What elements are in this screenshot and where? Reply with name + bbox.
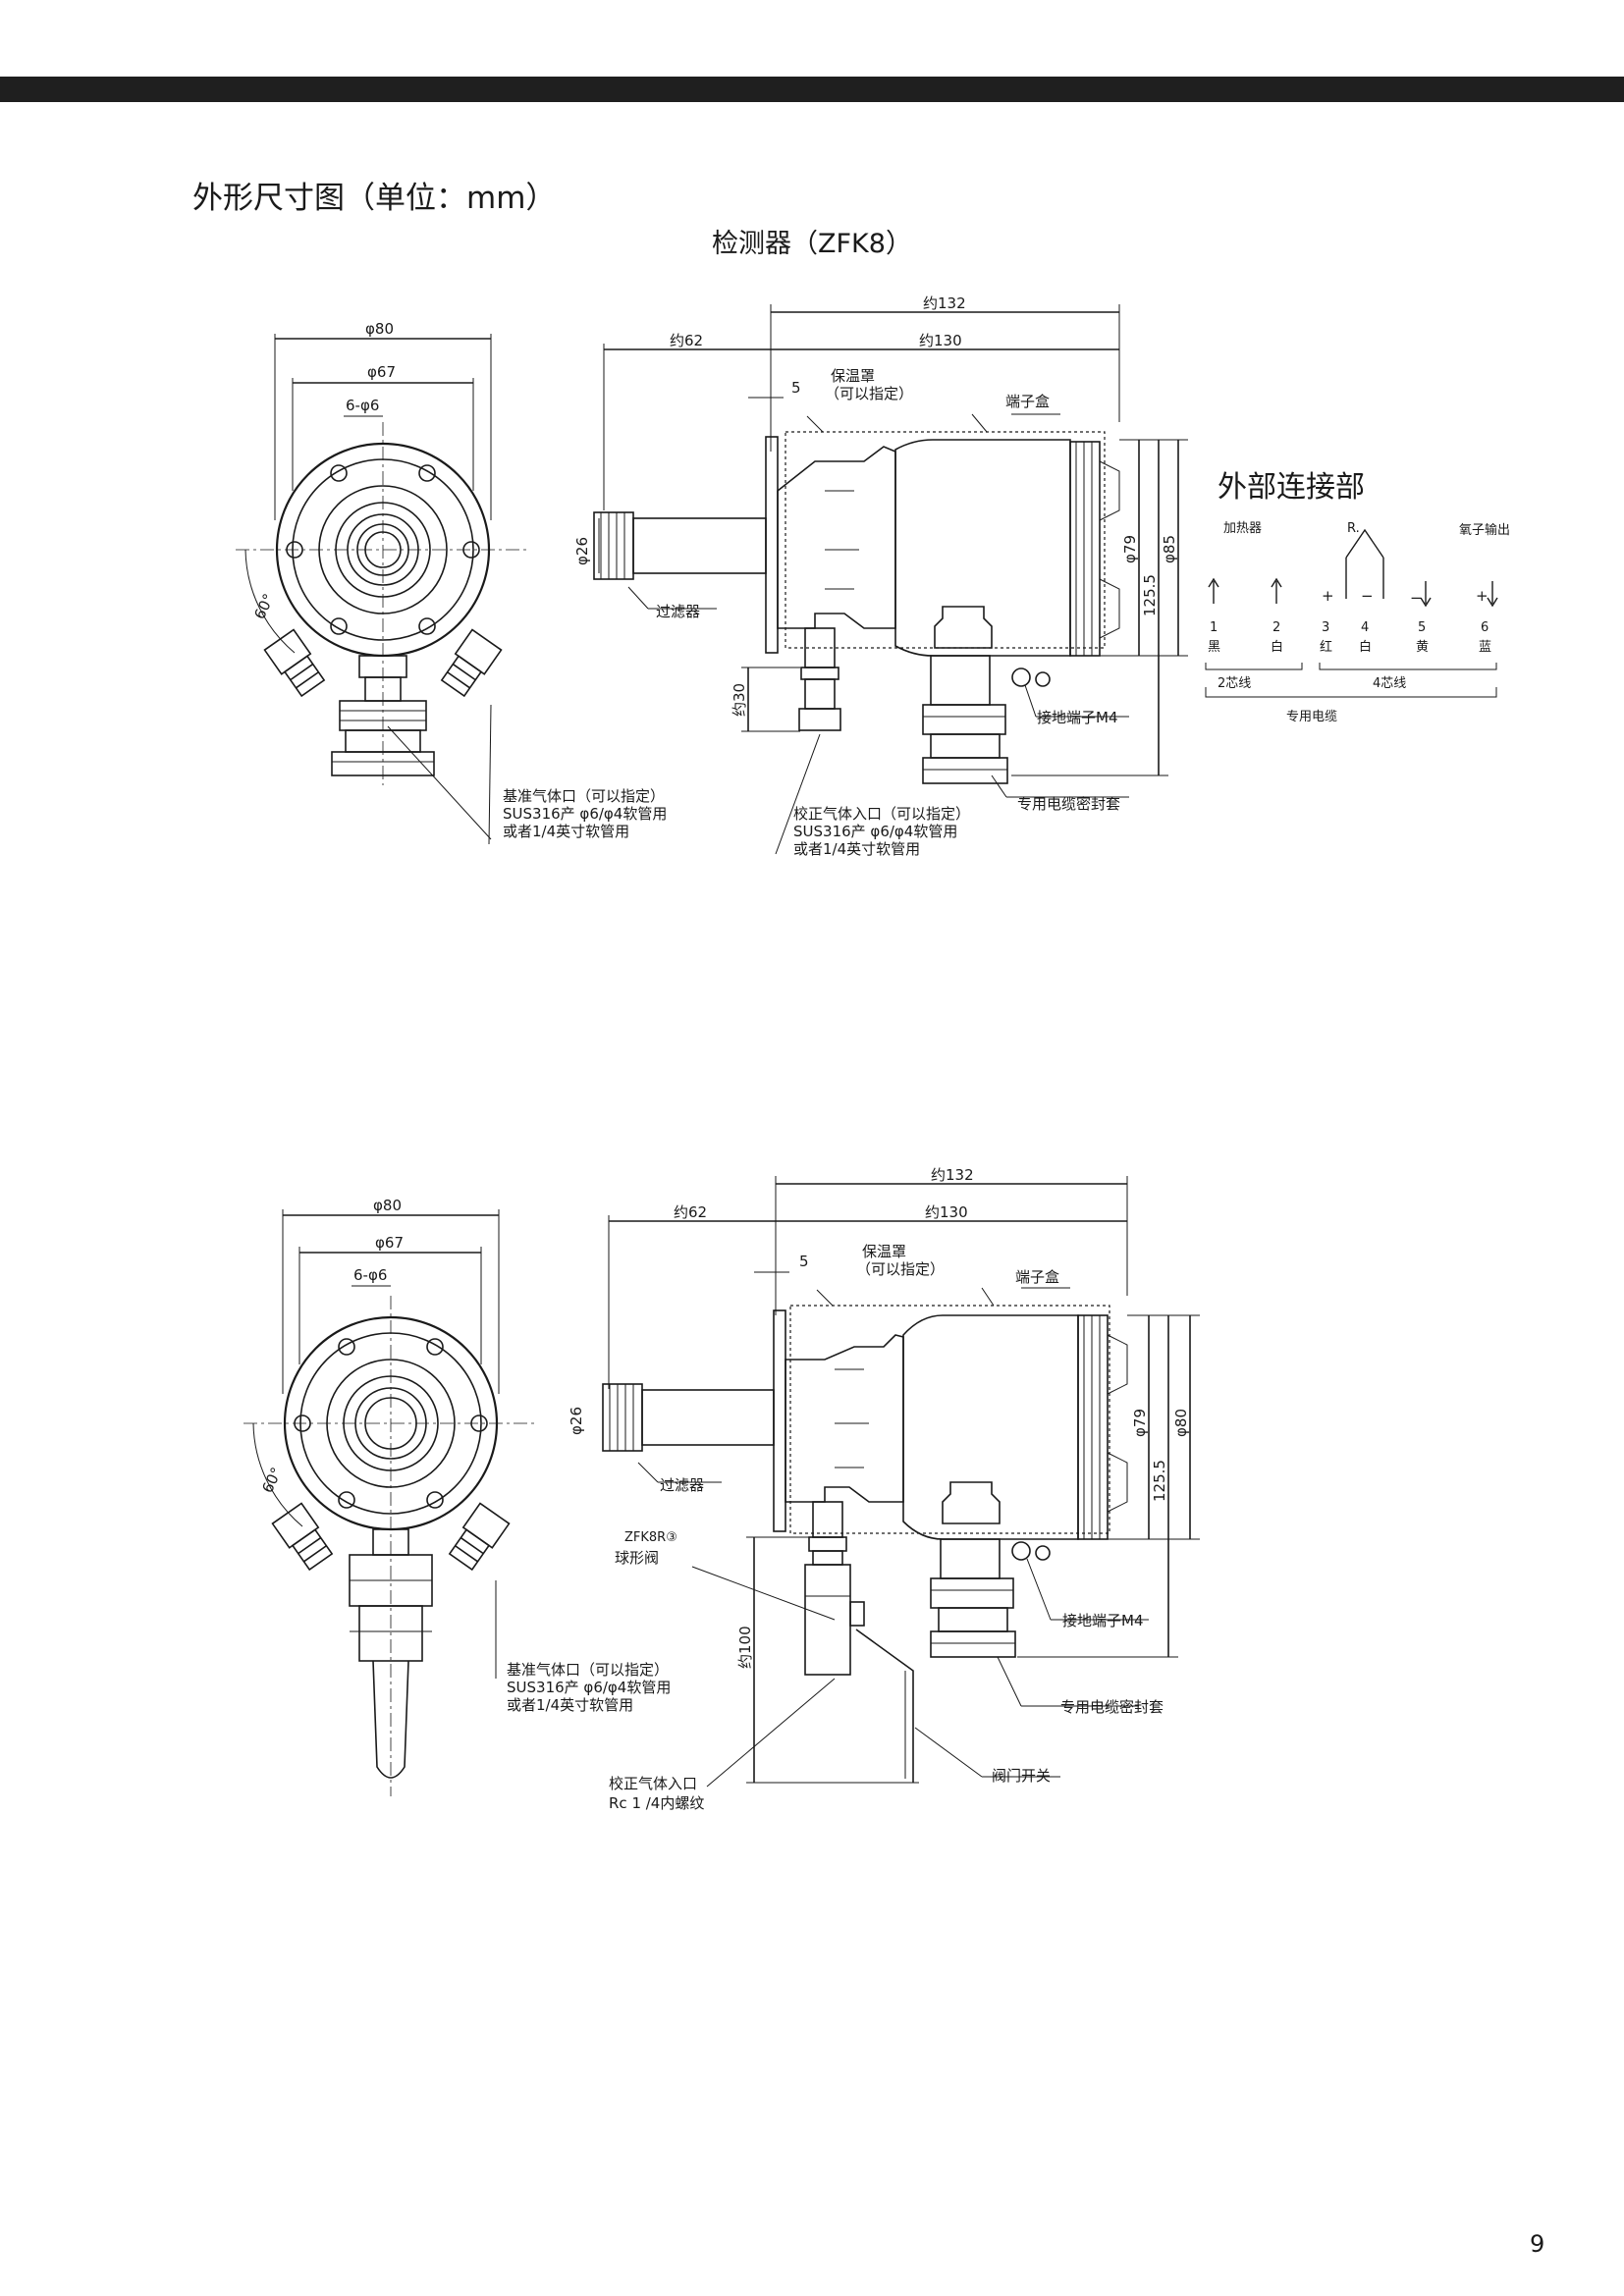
terminal-6-num: 6: [1481, 620, 1489, 635]
fig1-side-hood-line1: 保温罩: [831, 367, 875, 385]
fig2-front-holes: 6-φ6: [353, 1266, 387, 1284]
fig2-side-d80: φ80: [1172, 1409, 1190, 1437]
fig2-ref-gas-line3: 或者1/4英寸软管用: [507, 1696, 633, 1714]
terminal-4-num: 4: [1361, 620, 1369, 635]
fig2-side-cable-gland: 专用电缆密封套: [1060, 1698, 1164, 1716]
fig1-side-gap5: 5: [791, 379, 801, 397]
fig1-cal-gas-line1: 校正气体入口（可以指定）: [793, 805, 970, 823]
connection-cable: 专用电缆: [1286, 709, 1337, 724]
fig1-cal-gas-line2: SUS316产 φ6/φ4软管用: [793, 823, 957, 840]
terminal-3-num: 3: [1322, 620, 1329, 635]
fig2-side-ground: 接地端子M4: [1062, 1612, 1144, 1629]
page-title: 外形尺寸图（单位：mm）: [192, 181, 557, 216]
fig2-cal-gas-line1: 校正气体入口: [609, 1775, 697, 1792]
fig1-side-d85: φ85: [1161, 535, 1178, 563]
fig1-side-hood-line2: （可以指定）: [825, 385, 913, 402]
connection-title: 外部连接部: [1218, 470, 1365, 505]
fig2-ref-gas-line1: 基准气体口（可以指定）: [507, 1661, 669, 1679]
fig1-side-terminal-box: 端子盒: [1005, 393, 1050, 410]
fig1-side-view: [593, 304, 1188, 855]
connection-heater: 加热器: [1223, 521, 1262, 536]
terminal-2-color: 白: [1271, 639, 1283, 655]
fig1-front-d80: φ80: [365, 320, 394, 338]
fig2-front-d80: φ80: [373, 1197, 402, 1214]
fig2-side-d79: φ79: [1131, 1409, 1149, 1437]
fig2-side-gap5: 5: [799, 1253, 809, 1270]
fig2-front-view: [244, 1209, 538, 1796]
fig2-side-hood-line1: 保温罩: [862, 1243, 906, 1260]
fig2-side-valve-switch: 阀门开关: [992, 1767, 1051, 1785]
section-title: 检测器（ZFK8）: [712, 229, 912, 259]
connection-sign-plus-2: +: [1476, 587, 1489, 605]
terminal-6-color: 蓝: [1479, 640, 1491, 655]
fig1-side-h125: 125.5: [1141, 574, 1159, 616]
fig1-ref-gas-line2: SUS316产 φ6/φ4软管用: [503, 805, 667, 823]
terminal-3-color: 红: [1320, 639, 1332, 655]
terminal-1-color: 黑: [1208, 640, 1220, 655]
fig1-side-len30: 约30: [731, 683, 748, 717]
fig1-side-d26: φ26: [573, 537, 591, 565]
terminal-4-color: 白: [1359, 639, 1372, 655]
connection-sign-minus-2: −: [1410, 589, 1423, 607]
fig2-side-len132: 约132: [931, 1166, 974, 1184]
fig2-side-len62: 约62: [674, 1203, 707, 1221]
fig1-front-view: [236, 334, 530, 845]
connection-thermo: R.: [1347, 521, 1360, 536]
connection-sign-plus-1: +: [1322, 587, 1334, 605]
fig1-side-len62: 约62: [670, 332, 703, 349]
connection-core2: 2芯线: [1218, 676, 1251, 691]
header-bar: [0, 77, 1624, 102]
fig2-side-model: ZFK8R③: [624, 1530, 677, 1545]
fig1-side-filter: 过滤器: [656, 603, 700, 620]
fig2-side-hood-line2: （可以指定）: [856, 1260, 945, 1278]
fig2-side-ball-valve: 球形阀: [615, 1549, 659, 1567]
fig1-front-angle: 60°: [250, 591, 278, 622]
fig2-side-len130: 约130: [925, 1203, 968, 1221]
connection-core4: 4芯线: [1373, 676, 1406, 691]
terminal-5-num: 5: [1418, 620, 1426, 635]
fig2-front-d67: φ67: [375, 1234, 404, 1252]
fig2-front-angle: 60°: [258, 1465, 286, 1496]
terminal-2-num: 2: [1272, 620, 1280, 635]
fig1-side-len130: 约130: [919, 332, 962, 349]
fig1-front-d67: φ67: [367, 363, 396, 381]
fig2-side-view: [602, 1176, 1200, 1788]
fig1-front-holes: 6-φ6: [346, 397, 379, 414]
fig1-side-ground: 接地端子M4: [1037, 709, 1118, 726]
connection-diagram: [1205, 528, 1498, 698]
fig1-ref-gas-line1: 基准气体口（可以指定）: [503, 787, 665, 805]
fig1-cal-gas-line3: 或者1/4英寸软管用: [793, 840, 920, 858]
fig1-side-len132: 约132: [923, 294, 966, 312]
fig2-side-terminal-box: 端子盒: [1015, 1268, 1059, 1286]
fig1-side-d79: φ79: [1121, 535, 1139, 563]
fig2-ref-gas-line2: SUS316产 φ6/φ4软管用: [507, 1679, 671, 1696]
terminal-1-num: 1: [1210, 620, 1218, 635]
fig2-side-d26: φ26: [568, 1407, 585, 1435]
connection-sign-minus-1: −: [1361, 587, 1374, 605]
connection-output: 氧子输出: [1459, 522, 1510, 538]
terminal-5-color: 黄: [1416, 640, 1429, 655]
fig1-ref-gas-line3: 或者1/4英寸软管用: [503, 823, 629, 840]
fig2-side-filter: 过滤器: [660, 1476, 704, 1494]
page-number: 9: [1530, 2230, 1545, 2258]
fig2-side-len100: 约100: [736, 1626, 754, 1669]
fig2-side-h125: 125.5: [1151, 1460, 1168, 1502]
fig1-side-cable-gland: 专用电缆密封套: [1017, 795, 1120, 813]
fig2-cal-gas-line2: Rc 1 /4内螺纹: [609, 1794, 704, 1812]
